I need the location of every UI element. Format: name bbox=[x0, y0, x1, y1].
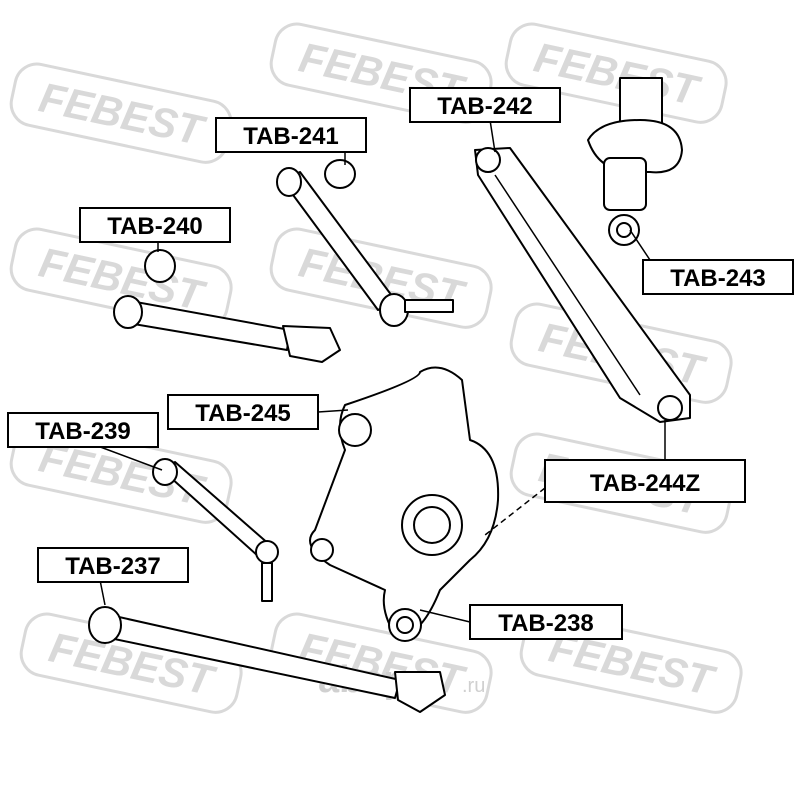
trailing-arm bbox=[474, 147, 691, 423]
site-domain: .ru bbox=[462, 675, 485, 697]
label-tab-241: TAB-241 bbox=[215, 117, 367, 153]
upper-arm bbox=[276, 159, 454, 327]
label-text-tab-238: TAB-238 bbox=[498, 610, 594, 637]
label-tab-240: TAB-240 bbox=[79, 207, 231, 243]
lower-rod bbox=[113, 249, 341, 363]
label-tab-245: TAB-245 bbox=[167, 394, 319, 430]
label-tab-244z: TAB-244Z bbox=[544, 459, 746, 503]
watermark-logo: FEBEST bbox=[9, 62, 233, 164]
toe-link bbox=[152, 458, 279, 602]
label-tab-238: TAB-238 bbox=[469, 604, 623, 640]
watermark-brand: FEBEST bbox=[35, 73, 210, 154]
label-text-tab-237: TAB-237 bbox=[65, 553, 161, 580]
label-text-tab-243: TAB-243 bbox=[670, 265, 766, 292]
leader-lines bbox=[94, 119, 666, 623]
label-tab-237: TAB-237 bbox=[37, 547, 189, 583]
label-text-tab-241: TAB-241 bbox=[243, 123, 339, 150]
label-text-tab-239: TAB-239 bbox=[35, 418, 131, 445]
label-text-tab-240: TAB-240 bbox=[107, 213, 203, 240]
label-tab-242: TAB-242 bbox=[409, 87, 561, 123]
shock-absorber bbox=[587, 77, 683, 246]
label-text-tab-245: TAB-245 bbox=[195, 400, 291, 427]
label-text-tab-242: TAB-242 bbox=[437, 93, 533, 120]
label-text-tab-244z: TAB-244Z bbox=[590, 470, 700, 497]
knuckle bbox=[309, 366, 500, 642]
label-tab-243: TAB-243 bbox=[642, 259, 794, 295]
label-tab-239: TAB-239 bbox=[7, 412, 159, 448]
lower-long-arm bbox=[88, 606, 446, 713]
